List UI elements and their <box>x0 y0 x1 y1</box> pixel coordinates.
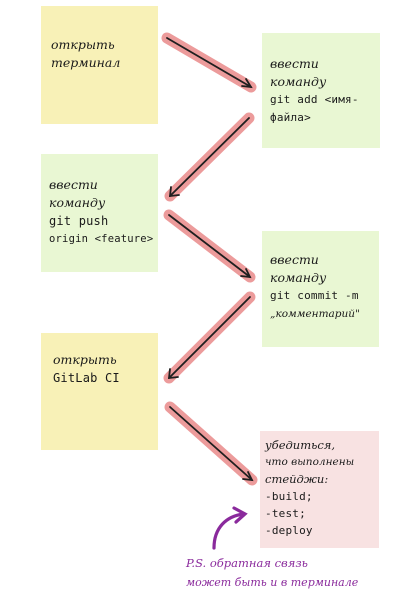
step-open-gitlab-ci: открыть GitLab CI <box>41 333 158 450</box>
arrow-line-4 <box>168 296 251 379</box>
step-line: убедиться, <box>265 438 336 452</box>
step-line: файла> <box>270 111 311 124</box>
step-line: терминал <box>51 55 121 70</box>
ps-feedback-note: P.S. обратная связь может быть и в терми… <box>186 553 358 593</box>
step-line: команду <box>49 195 106 210</box>
step-line: команду <box>270 74 327 89</box>
step-line: -test; <box>265 507 306 520</box>
step-line: стейджи: <box>265 472 329 486</box>
step-git-push: ввести команду git push origin <feature> <box>41 154 158 272</box>
step-git-commit: ввести команду git commit -m „комментари… <box>262 231 379 347</box>
ps-curve-arrow <box>212 512 246 550</box>
step-line: origin <feature> <box>49 233 154 245</box>
arrow-head-3 <box>240 268 252 279</box>
step-git-add: ввести команду git add <имя- файла> <box>262 33 380 148</box>
arrow-head-5 <box>242 471 254 482</box>
step-line: ввести <box>270 252 319 267</box>
step-line: -deploy <box>265 524 313 537</box>
step-line: ввести <box>270 56 319 71</box>
arrow-line-2 <box>169 117 250 197</box>
arrow-head-4 <box>167 368 179 380</box>
step-line: „комментарий" <box>270 308 360 320</box>
step-line: ввести <box>49 177 98 192</box>
step-line: git commit -m <box>270 289 359 302</box>
step-open-terminal: открыть терминал <box>41 6 158 124</box>
step-line: открыть <box>53 352 117 367</box>
step-line: открыть <box>51 37 115 52</box>
arrow-line-5 <box>169 406 253 481</box>
arrow-head-1 <box>241 78 253 89</box>
arrow-head-2 <box>168 186 180 198</box>
step-line: GitLab CI <box>53 371 120 385</box>
arrow-line-1 <box>166 37 252 88</box>
step-line: git add <имя- <box>270 93 359 106</box>
step-verify-stages: убедиться, что выполнены стейджи: -build… <box>260 431 379 548</box>
step-line: команду <box>270 270 327 285</box>
ps-line-2: может быть и в терминале <box>186 576 359 589</box>
step-line: git push <box>49 214 109 228</box>
arrow-line-3 <box>168 214 251 278</box>
ps-curve-arrowhead <box>232 506 248 524</box>
step-line: что выполнены <box>265 456 355 468</box>
ps-line-1: P.S. обратная связь <box>186 556 308 570</box>
step-line: -build; <box>265 490 313 503</box>
